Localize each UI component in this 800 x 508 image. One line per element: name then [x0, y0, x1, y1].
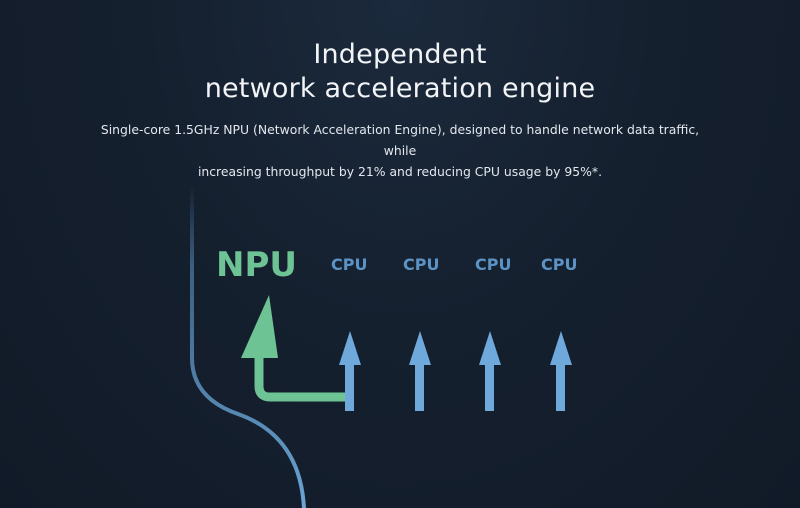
description-line-1: Single-core 1.5GHz NPU (Network Accelera… — [100, 122, 700, 158]
description: Single-core 1.5GHz NPU (Network Accelera… — [100, 119, 700, 182]
cpu-label: CPU — [541, 255, 577, 274]
description-line-2: increasing throughput by 21% and reducin… — [197, 164, 603, 179]
headline-line-1: Independent — [313, 39, 487, 70]
left-boundary-line — [190, 183, 306, 508]
arrow-up-icon — [550, 331, 572, 411]
cpu-label: CPU — [403, 255, 439, 274]
headline: Independent network acceleration engine — [0, 38, 800, 106]
cpu-label: CPU — [475, 255, 511, 274]
arrow-up-icon — [339, 331, 361, 411]
arrow-up-icon — [479, 331, 501, 411]
cpu-label: CPU — [331, 255, 367, 274]
arrow-up-icon — [409, 331, 431, 411]
arrow-up-turn-icon — [241, 295, 348, 402]
headline-line-2: network acceleration engine — [204, 73, 596, 104]
npu-label: NPU — [216, 245, 297, 285]
